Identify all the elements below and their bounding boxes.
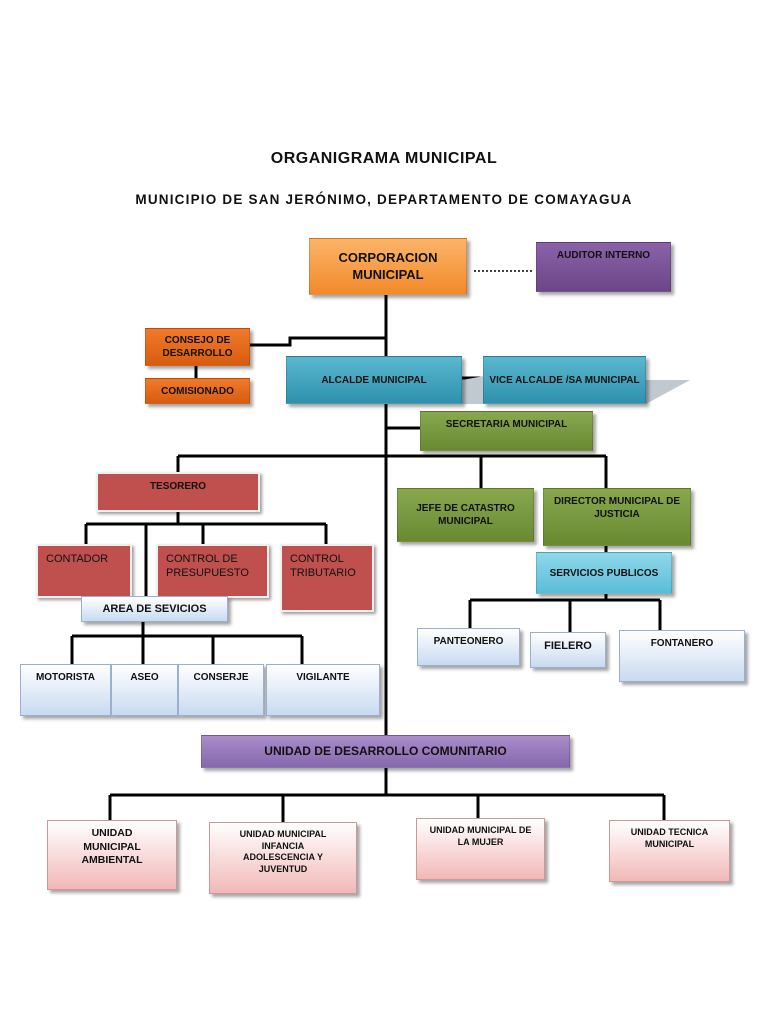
node-corporacion-municipal: CORPORACION MUNICIPAL: [309, 238, 467, 295]
node-unidad-tecnica: UNIDAD TECNICA MUNICIPAL: [609, 820, 730, 882]
node-comisionado: COMISIONADO: [145, 378, 250, 404]
node-conserje: CONSERJE: [178, 664, 264, 716]
node-unidad-ambiental: UNIDAD MUNICIPAL AMBIENTAL: [47, 820, 177, 890]
node-unidad-desarrollo-comunitario: UNIDAD DE DESARROLLO COMUNITARIO: [201, 735, 570, 768]
node-unidad-infancia: UNIDAD MUNICIPAL INFANCIA ADOLESCENCIA Y…: [209, 822, 357, 894]
node-vice-alcalde: VICE ALCALDE /SA MUNICIPAL: [483, 356, 646, 404]
node-servicios-publicos: SERVICIOS PUBLICOS: [536, 552, 672, 594]
node-auditor-interno: AUDITOR INTERNO: [536, 242, 671, 292]
node-tesorero: TESORERO: [96, 472, 260, 512]
node-control-presupuesto: CONTROL DE PRESUPUESTO: [156, 544, 269, 598]
node-secretaria-municipal: SECRETARIA MUNICIPAL: [420, 411, 593, 451]
node-contador: CONTADOR: [36, 544, 132, 598]
node-panteonero: PANTEONERO: [417, 628, 520, 666]
node-jefe-catastro: JEFE DE CATASTRO MUNICIPAL: [397, 488, 534, 542]
node-vigilante: VIGILANTE: [266, 664, 380, 716]
node-control-tributario: CONTROL TRIBUTARIO: [280, 544, 374, 612]
page-subtitle: MUNICIPIO DE SAN JERÓNIMO, DEPARTAMENTO …: [135, 192, 633, 207]
node-fielero: FIELERO: [530, 632, 606, 668]
node-consejo-desarrollo: CONSEJO DE DESARROLLO: [145, 328, 250, 366]
node-alcalde-municipal: ALCALDE MUNICIPAL: [286, 356, 462, 404]
node-fontanero: FONTANERO: [619, 630, 745, 682]
node-director-justicia: DIRECTOR MUNICIPAL DE JUSTICIA: [543, 488, 691, 546]
node-area-servicios: AREA DE SEVICIOS: [81, 596, 228, 622]
page-title: ORGANIGRAMA MUNICIPAL: [270, 150, 498, 167]
node-aseo: ASEO: [111, 664, 178, 716]
node-unidad-mujer: UNIDAD MUNICIPAL DE LA MUJER: [416, 818, 545, 880]
node-motorista: MOTORISTA: [20, 664, 111, 716]
